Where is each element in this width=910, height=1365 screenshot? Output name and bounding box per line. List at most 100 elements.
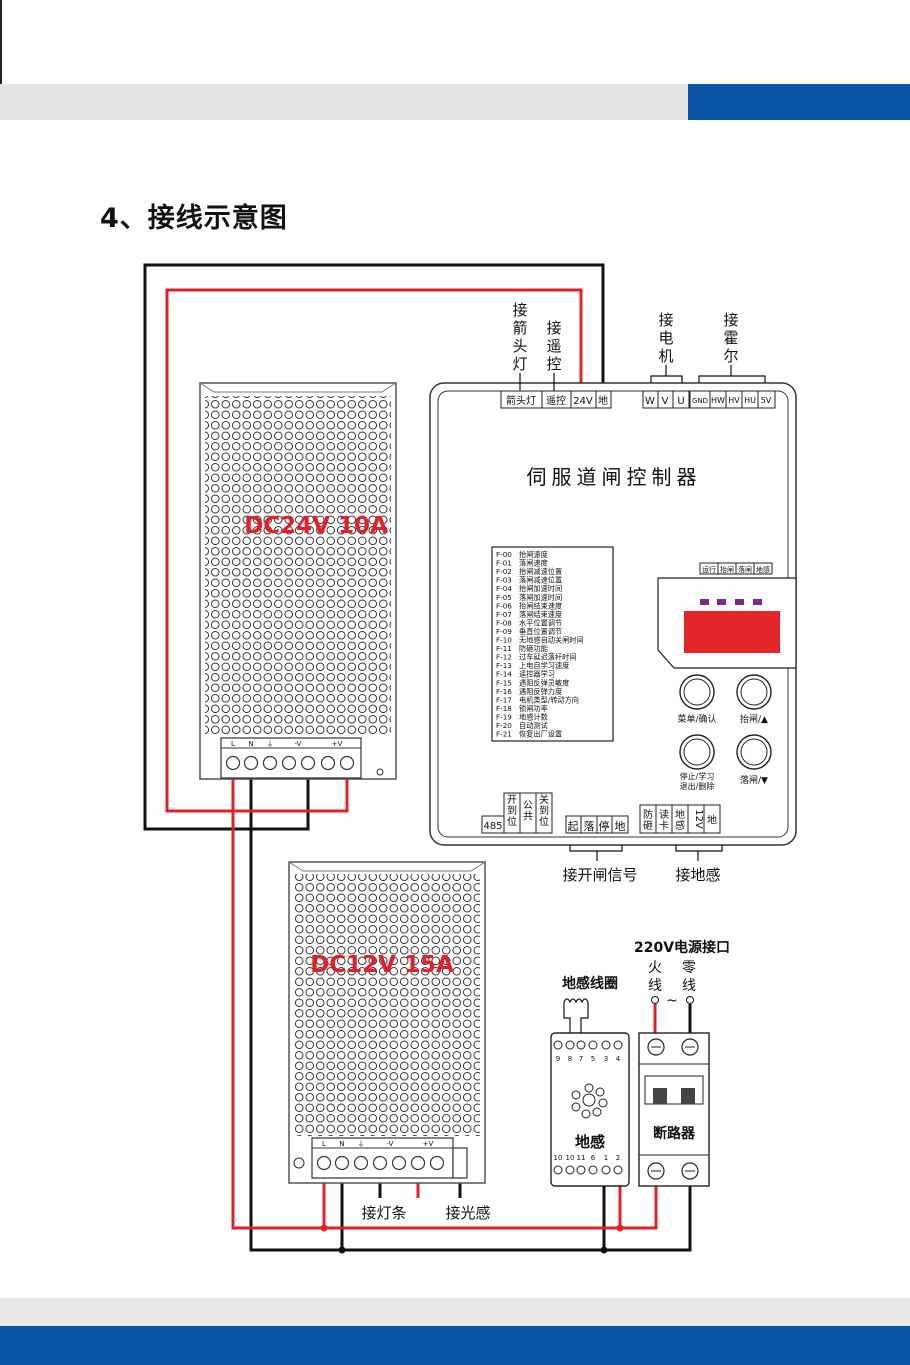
live-wire-label-2: 线: [648, 978, 662, 994]
vertical-terminal-char: 关: [539, 793, 549, 806]
function-item: F-04 抬闸加速时间: [496, 584, 562, 593]
term-hv: HV: [728, 396, 740, 405]
caption-light-sensor: 接光感: [445, 1204, 490, 1222]
callout-motor: 接电 机: [658, 311, 673, 365]
caption-gate-signal: 接开闸信号: [562, 866, 637, 884]
term-stop: 停: [599, 819, 610, 833]
header-band: [0, 84, 688, 120]
caption-loop: 接地感: [675, 866, 720, 884]
button-stop-learn-label: 停止/学习: [680, 771, 715, 781]
loop-pin-label: 1: [604, 1154, 608, 1162]
term-open: 起: [568, 820, 579, 833]
svg-text:箭: 箭: [512, 319, 527, 337]
svg-text:头: 头: [512, 337, 527, 355]
term-w: W: [645, 396, 655, 407]
loop-coil-title: 地感线圈: [562, 975, 618, 992]
svg-text:电: 电: [658, 329, 673, 347]
psu1-term-earth: ⏚: [267, 740, 274, 748]
vertical-terminal-char: 感: [675, 819, 685, 832]
svg-text:控: 控: [546, 355, 561, 373]
svg-text:霍: 霍: [723, 329, 738, 347]
svg-text:机: 机: [658, 347, 673, 365]
vertical-terminal-char: 到: [539, 805, 549, 817]
button-exit-delete-label: 退出/删除: [680, 781, 715, 791]
term-v: V: [662, 396, 669, 407]
function-item: F-18 锁闸功率: [496, 704, 548, 713]
vertical-terminal-char: 位: [507, 815, 517, 828]
status-loop: 地感: [756, 565, 770, 574]
status-run: 运行: [702, 565, 716, 574]
term-hw: HW: [711, 396, 725, 405]
loop-pin-label: 7: [579, 1055, 583, 1063]
function-item: F-03 落闸减速位置: [496, 576, 562, 585]
callout-remote: 接遥 控: [546, 319, 561, 373]
servo-gate-controller: 接箭 头灯 接遥 控 接电 机 接霍 尔 箭头灯 遥控: [429, 301, 797, 884]
term-hu: HU: [744, 396, 756, 405]
footer-band: [0, 1298, 910, 1326]
function-item: F-21 恢复出厂设置: [496, 730, 562, 739]
button-close-label: 落闸/▼: [740, 774, 768, 786]
function-item: F-11 防砸功能: [496, 644, 548, 653]
function-item: F-12 过车延迟落杆时间: [496, 653, 577, 662]
psu2-term-plus: +V: [423, 1140, 434, 1148]
function-item: F-15 遇阻反弹灵敏度: [496, 678, 569, 687]
loop-pin-label: 8: [568, 1055, 572, 1063]
loop-pin-label: 6: [591, 1154, 596, 1162]
term-24v: 24V: [573, 396, 593, 407]
psu2-term-L: L: [322, 1140, 326, 1148]
caption-led-strip: 接灯条: [361, 1204, 406, 1222]
power-supply-24v: DC24V 10A L N ⏚ -V +V: [199, 382, 397, 780]
vertical-terminal-char: 砸: [643, 820, 653, 832]
function-item: F-05 落闸加速时间: [496, 593, 562, 602]
loop-pin-label: 10: [566, 1154, 575, 1162]
live-wire-label-1: 火: [648, 960, 662, 976]
psu2-term-N: N: [339, 1140, 344, 1148]
term-u: U: [677, 396, 684, 407]
gate-signal-terminals: 起 落 停 地: [565, 815, 629, 834]
term-signal-gnd: 地: [615, 820, 626, 833]
section-title: 4、接线示意图: [100, 203, 288, 234]
svg-text:遥: 遥: [546, 337, 561, 355]
loop-pin-label: 9: [556, 1055, 560, 1063]
function-item: F-07 落闸结束速度: [496, 610, 562, 619]
loop-pin-label: 5: [591, 1055, 595, 1063]
loop-pin-label: 4: [616, 1055, 621, 1063]
neutral-wire-label-2: 线: [682, 978, 696, 994]
term-remote: 遥控: [546, 394, 566, 407]
keypad: 菜单/确认 抬闸/▲ 停止/学习 退出/删除 落闸/▼: [677, 674, 772, 791]
function-item: F-19 地感计数: [496, 712, 548, 721]
svg-text:接: 接: [658, 311, 673, 329]
controller-title: 伺服道闸控制器: [527, 465, 702, 489]
svg-text:灯: 灯: [512, 355, 527, 373]
function-item: F-09 垂直位置调节: [496, 627, 562, 636]
display-panel: 运行 抬闸 落闸 地感: [657, 562, 797, 669]
function-item: F-20 自动测试: [496, 721, 548, 730]
callout-arrow-light: 接箭 头灯: [512, 301, 527, 373]
function-table-frame: [491, 546, 614, 742]
svg-text:接: 接: [723, 311, 738, 329]
psu1-label: DC24V 10A: [244, 513, 388, 539]
led-display: [684, 611, 780, 653]
term-5v: 5V: [761, 396, 772, 405]
loop-pin-label: 2: [616, 1154, 620, 1162]
vertical-terminal-char: 卡: [659, 819, 669, 832]
svg-text:接: 接: [512, 301, 527, 319]
ac-symbol: ~: [666, 993, 678, 1009]
vertical-terminal-char: 地: [675, 808, 685, 821]
wires-red: [165, 288, 658, 1230]
breaker-name: 断路器: [653, 1125, 696, 1142]
psu1-term-N: N: [248, 740, 253, 748]
term-hall-gnd: GND: [692, 397, 708, 405]
function-item: F-00 抬闸速度: [496, 550, 548, 559]
vertical-terminal-char: 读: [659, 808, 669, 821]
power-interface-title: 220V电源接口: [634, 939, 730, 956]
function-item: F-10 无地感自动关闸时间: [496, 636, 584, 645]
function-item: F-16 遇阻反弹力度: [496, 687, 562, 696]
loop-terminals: [639, 804, 721, 834]
motor-terminal-strip: W V U: [642, 390, 690, 409]
